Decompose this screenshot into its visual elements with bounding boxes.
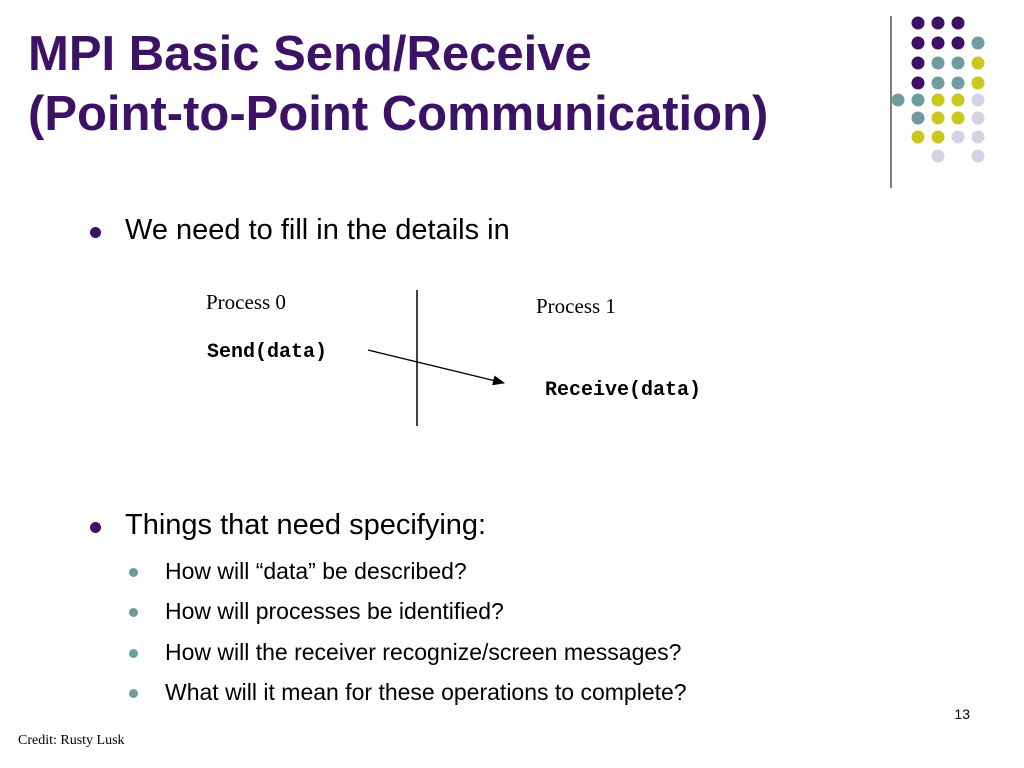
credit-text: Credit: Rusty Lusk [18,733,125,748]
decorative-dot [971,149,985,163]
sub-bullet-dot-icon [129,649,138,658]
decorative-dot [951,111,965,125]
decorative-dot [911,36,925,50]
decorative-dot [951,76,965,90]
decorative-dot [931,36,945,50]
decorative-vertical-rule [890,16,892,188]
decorative-dot [971,36,985,50]
decorative-dot [971,111,985,125]
decorative-dot [931,149,945,163]
sub-bullet-text: How will processes be identified? [165,598,504,624]
decorative-dot [911,76,925,90]
decorative-dot [931,130,945,144]
title-line-1: MPI Basic Send/Receive [28,27,592,81]
slide-title: MPI Basic Send/Receive (Point-to-Point C… [28,24,878,144]
page-number: 13 [954,706,970,722]
decorative-dot [951,56,965,70]
decorative-dot [971,93,985,107]
send-call: Send(data) [207,341,328,364]
receive-call: Receive(data) [545,379,702,402]
decorative-dot [931,111,945,125]
bullet-text: Things that need specifying: [125,509,487,541]
decorative-dot [931,56,945,70]
sub-bullet-text: How will “data” be described? [165,558,467,584]
decorative-dot [951,16,965,30]
sub-bullet-dot-icon [129,689,138,698]
decorative-dot [951,36,965,50]
decorative-dot [971,130,985,144]
sub-bullet-text: What will it mean for these operations t… [165,679,687,705]
title-line-2: (Point-to-Point Communication) [28,87,769,141]
decorative-dot [951,130,965,144]
sub-bullet-text: How will the receiver recognize/screen m… [165,639,682,665]
decorative-dot [931,93,945,107]
decorative-dot [911,56,925,70]
bullet-dot-icon [90,522,101,533]
decorative-dot [891,93,905,107]
decorative-dot [911,111,925,125]
decorative-dot [911,130,925,144]
process-1-label: Process 1 [536,294,616,318]
decorative-dot [971,76,985,90]
bullet-text: We need to fill in the details in [125,214,510,246]
process-0-label: Process 0 [206,290,286,314]
message-arrow [367,349,505,386]
decorative-dot [971,56,985,70]
decorative-dot [951,93,965,107]
decorative-dot [911,16,925,30]
decorative-dot [931,16,945,30]
bullet-dot-icon [90,227,101,238]
decorative-dot [911,93,925,107]
decorative-dot [931,76,945,90]
sub-bullet-dot-icon [129,608,138,617]
sub-bullet-dot-icon [129,568,138,577]
